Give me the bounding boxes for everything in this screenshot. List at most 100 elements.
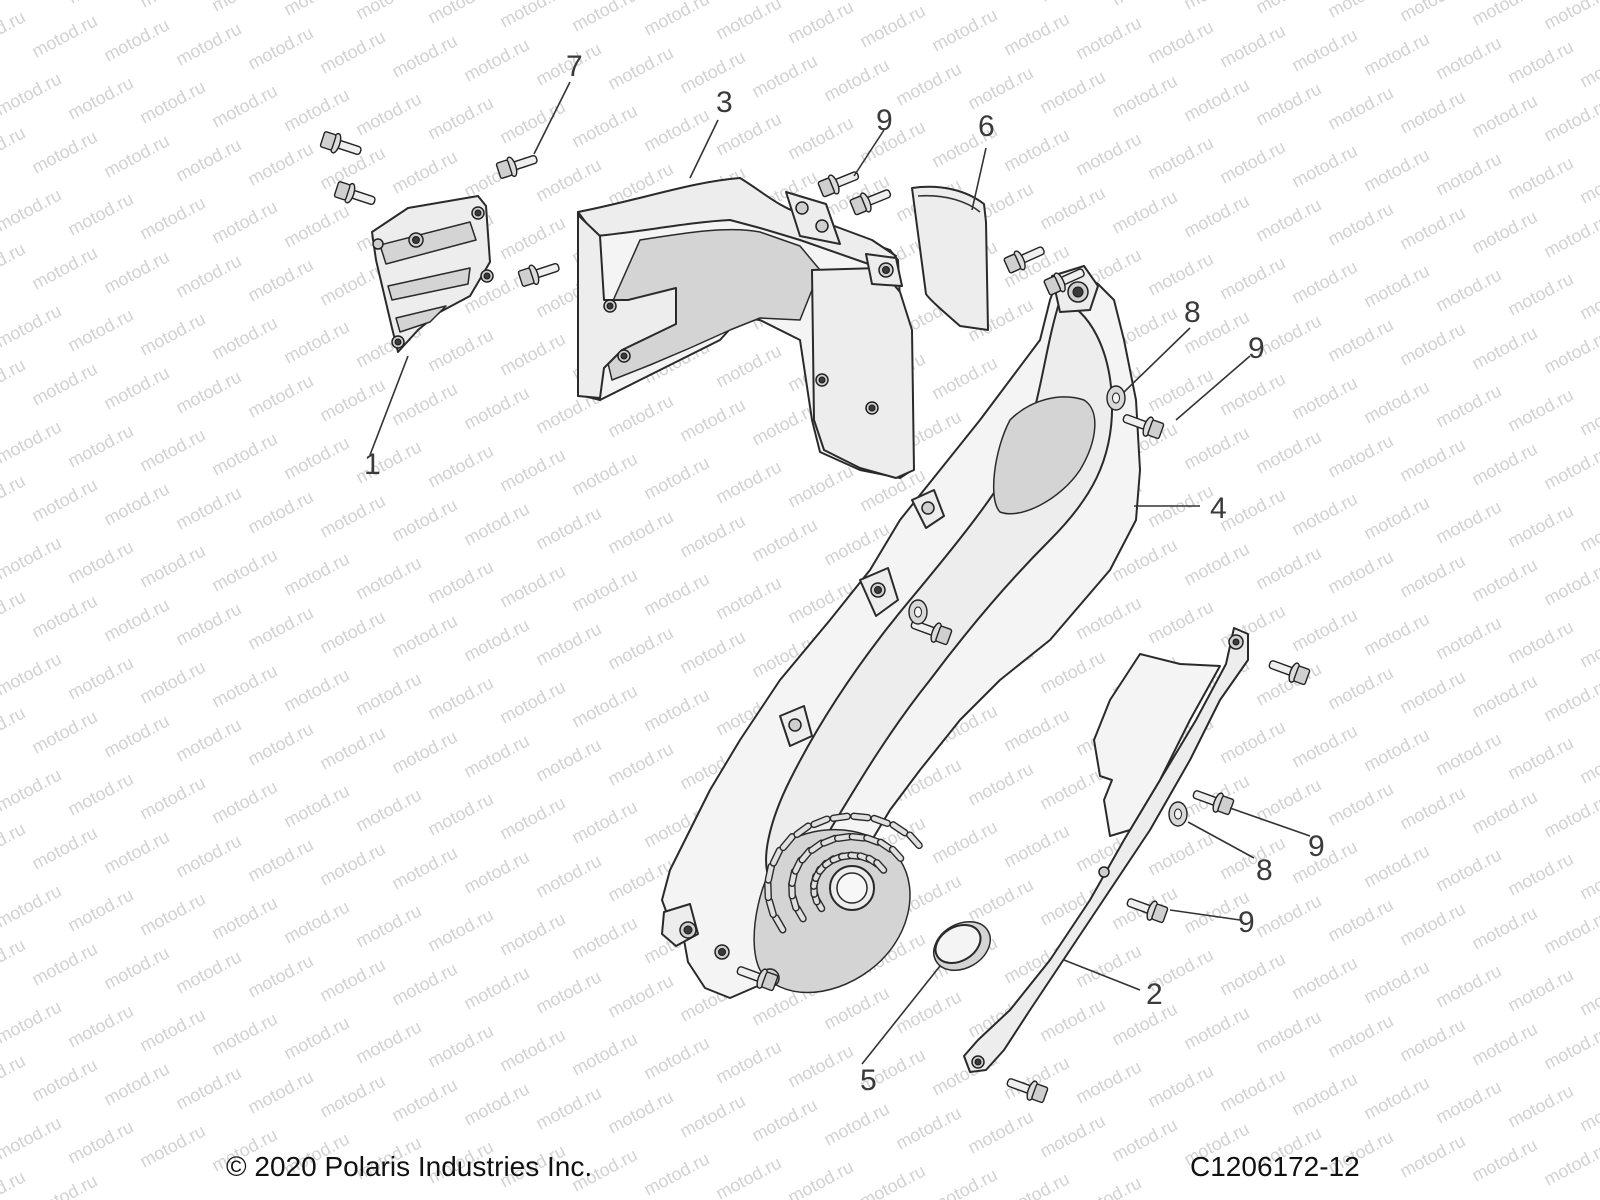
watermark-text: motod.ru: [460, 847, 532, 898]
watermark-text: motod.ru: [172, 831, 244, 882]
watermark-text: motod.ru: [100, 363, 172, 414]
bolt[interactable]: [1003, 241, 1048, 276]
watermark-text: motod.ru: [388, 495, 460, 546]
watermark-text: motod.ru: [1396, 667, 1468, 718]
watermark-text: motod.ru: [1324, 431, 1396, 482]
watermark-text: motod.ru: [1000, 1169, 1072, 1200]
part-3-upper-shield[interactable]: [577, 177, 915, 479]
watermark-text: motod.ru: [100, 131, 172, 182]
watermark-text: motod.ru: [0, 533, 65, 584]
watermark-text: motod.ru: [964, 759, 1036, 810]
watermark-text: motod.ru: [532, 851, 604, 902]
bolt[interactable]: [734, 960, 779, 992]
watermark-text: motod.ru: [1252, 775, 1324, 826]
part-5-plug[interactable]: [925, 912, 999, 980]
watermark-text: motod.ru: [244, 371, 316, 422]
watermark-text: motod.ru: [964, 1107, 1036, 1158]
bolt[interactable]: [817, 165, 862, 199]
watermark-text: motod.ru: [532, 503, 604, 554]
watermark-text: motod.ru: [352, 669, 424, 720]
watermark-text: motod.ru: [424, 673, 496, 724]
callout-9-top: 9: [876, 104, 893, 137]
watermark-text: motod.ru: [604, 391, 676, 442]
watermark-text: motod.ru: [64, 885, 136, 936]
watermark-text: motod.ru: [316, 1071, 388, 1122]
watermark-text: motod.ru: [1396, 899, 1468, 950]
watermark-text: motod.ru: [0, 1051, 29, 1102]
watermark-text: motod.ru: [1072, 13, 1144, 64]
watermark-text: motod.ru: [1324, 315, 1396, 366]
watermark-text: motod.ru: [172, 947, 244, 998]
watermark-text: motod.ru: [244, 1067, 316, 1118]
watermark-text: motod.ru: [244, 23, 316, 74]
watermark-text: motod.ru: [208, 777, 280, 828]
bolt[interactable]: [319, 129, 363, 160]
bolt[interactable]: [1004, 1072, 1049, 1104]
washer[interactable]: [1106, 385, 1126, 411]
watermark-text: motod.ru: [0, 417, 65, 468]
watermark-text: motod.ru: [892, 1103, 964, 1154]
watermark-text: motod.ru: [1360, 377, 1432, 428]
bolt[interactable]: [517, 257, 561, 288]
part-1-bracket[interactable]: [371, 195, 494, 353]
watermark-text: motod.ru: [64, 1001, 136, 1052]
watermark-text: motod.ru: [316, 955, 388, 1006]
watermark-text: motod.ru: [1180, 423, 1252, 474]
watermark-text: motod.ru: [1504, 269, 1576, 320]
washer[interactable]: [1168, 801, 1188, 827]
bolt[interactable]: [1266, 654, 1311, 686]
watermark-text: motod.ru: [532, 735, 604, 786]
bolt[interactable]: [495, 149, 539, 180]
watermark-text: motod.ru: [1468, 0, 1540, 30]
watermark-text: motod.ru: [316, 839, 388, 890]
bolt[interactable]: [333, 179, 377, 210]
watermark-text: motod.ru: [964, 63, 1036, 114]
part-4-clutch-cover[interactable]: [661, 265, 1141, 999]
watermark-text: motod.ru: [1144, 249, 1216, 300]
watermark-text: motod.ru: [244, 139, 316, 190]
watermark-text: motod.ru: [964, 875, 1036, 926]
watermark-text: motod.ru: [1072, 1057, 1144, 1108]
watermark-text: motod.ru: [1360, 261, 1432, 312]
watermark-text: motod.ru: [1396, 87, 1468, 138]
watermark-text: motod.ru: [424, 789, 496, 840]
watermark-text: motod.ru: [712, 0, 784, 44]
watermark-text: motod.ru: [1252, 427, 1324, 478]
bolt[interactable]: [1120, 408, 1165, 440]
washer[interactable]: [908, 599, 928, 625]
watermark-text: motod.ru: [820, 55, 892, 106]
vent-slot: [850, 812, 872, 822]
watermark-text: motod.ru: [28, 11, 100, 62]
watermark-text: motod.ru: [568, 565, 640, 616]
watermark-text: motod.ru: [1324, 663, 1396, 714]
watermark-text: motod.ru: [1396, 0, 1468, 26]
watermark-text: motod.ru: [1108, 1115, 1180, 1166]
bolt[interactable]: [1043, 263, 1088, 298]
vent-slot: [906, 831, 923, 850]
watermark-text: motod.ru: [1108, 187, 1180, 238]
watermark-text: motod.ru: [0, 587, 29, 638]
part-2-strap-bracket[interactable]: [963, 627, 1249, 1073]
watermark-text: motod.ru: [1180, 75, 1252, 126]
watermark-text: motod.ru: [208, 197, 280, 248]
watermark-text: motod.ru: [1432, 613, 1504, 664]
watermark-text: motod.ru: [64, 421, 136, 472]
watermark-text: motod.ru: [28, 591, 100, 642]
watermark-text: motod.ru: [208, 893, 280, 944]
watermark-text: motod.ru: [208, 661, 280, 712]
watermark-text: motod.ru: [1504, 37, 1576, 88]
watermark-text: motod.ru: [208, 1009, 280, 1060]
watermark-text: motod.ru: [1036, 1111, 1108, 1162]
watermark-text: motod.ru: [136, 77, 208, 128]
watermark-text: motod.ru: [496, 909, 568, 960]
bolt[interactable]: [1124, 892, 1169, 924]
bolt[interactable]: [849, 183, 894, 217]
watermark-text: motod.ru: [1468, 91, 1540, 142]
part-6-pad[interactable]: [911, 185, 989, 331]
bolt[interactable]: [1190, 784, 1235, 816]
watermark-text: motod.ru: [1288, 1069, 1360, 1120]
watermark-text: motod.ru: [640, 569, 712, 620]
watermark-text: motod.ru: [1504, 385, 1576, 436]
watermark-text: motod.ru: [1576, 273, 1600, 324]
